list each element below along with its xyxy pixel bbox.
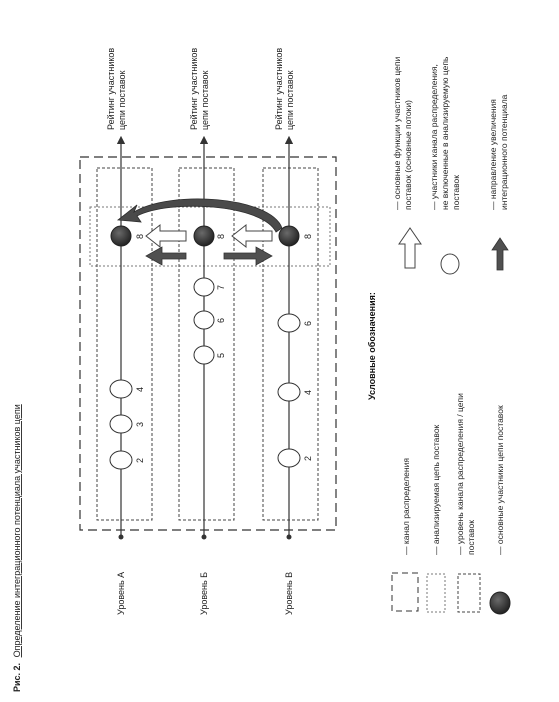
distribution-channel-frame — [79, 156, 337, 531]
level-b-axis-start — [201, 534, 207, 540]
legend-title: Условные обозначения: — [367, 292, 377, 400]
level-b-node-6 — [193, 310, 215, 330]
level-b-frame — [178, 167, 235, 521]
level-v-node-8 — [278, 225, 300, 247]
level-a-node-3 — [109, 414, 133, 434]
level-b-node-7-label: 7 — [216, 285, 226, 290]
level-v-node-2 — [277, 448, 301, 468]
legend-text-7-line1: — направление увеличения — [488, 99, 498, 210]
level-b-rating-line1: Рейтинг участников — [189, 48, 199, 130]
level-v-axis-start — [286, 534, 292, 540]
legend-text-3-line2: поставок — [466, 520, 476, 555]
legend-icon-dashed-frame — [391, 572, 419, 612]
level-a-frame — [96, 167, 153, 521]
level-a-axis-start — [118, 534, 124, 540]
level-a-node-2 — [109, 450, 133, 470]
main-flow-arrow-v-to-b — [231, 223, 273, 249]
level-v-node-6-label: 6 — [303, 321, 313, 326]
level-a-name: Уровень А — [116, 572, 126, 615]
level-b-rating-label: Рейтинг участников цепи поставок — [189, 45, 210, 130]
legend-icon-fine-dotted-frame — [457, 573, 481, 613]
level-v-rating-line1: Рейтинг участников — [274, 48, 284, 130]
legend-text-7: — направление увеличения интеграционного… — [488, 94, 509, 210]
legend-text-6-line1: — участники канала распределения, — [429, 64, 439, 210]
level-v-node-8-label: 8 — [303, 234, 313, 239]
legend-icon-hollow-circle — [440, 253, 460, 275]
level-b-node-6-label: 6 — [216, 318, 226, 323]
legend-text-2: — анализируемая цепь поставок — [431, 424, 441, 555]
level-a-rating-line1: Рейтинг участников — [106, 48, 116, 130]
main-flow-arrow-b-to-a — [145, 223, 187, 249]
figure-caption: Рис. 2. Определение интеграционного поте… — [12, 404, 22, 692]
level-v-node-4 — [277, 382, 301, 402]
level-a-node-8-label: 8 — [135, 234, 145, 239]
legend-icon-dark-circle — [489, 591, 511, 615]
level-b-node-8-label: 8 — [216, 234, 226, 239]
level-a-node-4 — [109, 379, 133, 399]
figure-caption-text: Определение интеграционного потенциала у… — [12, 404, 22, 657]
integration-curve-arrow — [116, 198, 283, 233]
legend-text-5-line2: поставок (основные потоки) — [403, 100, 413, 210]
legend-text-6-line3: поставок — [451, 175, 461, 210]
legend-text-1: — канал распределения — [401, 458, 411, 555]
legend-text-5-line1: — основные функции участников цепи — [392, 57, 402, 210]
level-a-node-3-label: 3 — [135, 422, 145, 427]
legend-text-4: — основные участники цепи поставок — [495, 405, 505, 555]
level-v-rating-label: Рейтинг участников цепи поставок — [274, 45, 295, 130]
level-a-rating-label: Рейтинг участников цепи поставок — [106, 45, 127, 130]
level-v-node-2-label: 2 — [303, 456, 313, 461]
level-a-node-8 — [110, 225, 132, 247]
level-b-rating-line2: цепи поставок — [200, 70, 210, 130]
legend-text-3: — уровень канала распределения / цепи по… — [455, 391, 476, 555]
level-v-node-6 — [277, 313, 301, 333]
legend-text-3-line1: — уровень канала распределения / цепи — [455, 393, 465, 555]
level-b-node-8 — [193, 225, 215, 247]
legend-text-6-line2: не включенные в анализируемую цепь — [440, 56, 450, 210]
level-v-frame — [262, 167, 319, 521]
level-b-node-5-label: 5 — [216, 353, 226, 358]
legend-icon-dark-arrow — [491, 237, 509, 271]
level-a-rating-line2: цепи поставок — [117, 70, 127, 130]
integration-arrow-a-b — [145, 246, 187, 266]
level-v-rating-line2: цепи поставок — [285, 70, 295, 130]
legend-icon-hollow-arrow — [398, 227, 422, 269]
level-v-node-4-label: 4 — [303, 390, 313, 395]
legend-text-6: — участники канала распределения, не вкл… — [429, 54, 461, 210]
legend-text-5: — основные функции участников цепи поста… — [392, 54, 413, 210]
level-b-node-5 — [193, 345, 215, 365]
level-a-node-2-label: 2 — [135, 458, 145, 463]
integration-arrow-b-v — [223, 246, 273, 266]
level-v-name: Уровень В — [284, 572, 294, 615]
legend-icon-dotted-frame — [426, 573, 446, 613]
figure-caption-label: Рис. 2. — [12, 663, 22, 692]
level-b-name: Уровень Б — [199, 572, 209, 615]
level-a-node-4-label: 4 — [135, 387, 145, 392]
legend-text-7-line2: интеграционного потенциала — [499, 94, 509, 210]
level-b-node-7 — [193, 277, 215, 297]
